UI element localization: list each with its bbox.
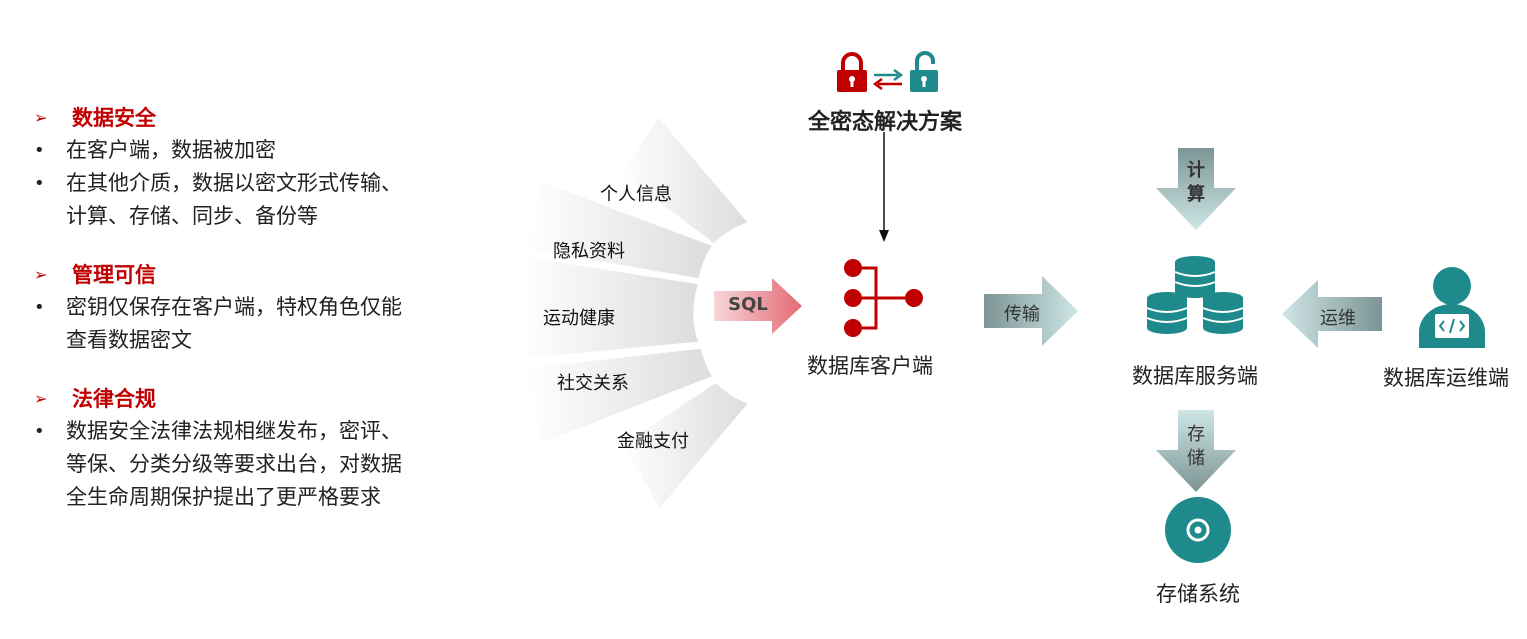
fan-label-fitness: 运动健康 <box>543 308 615 329</box>
dot-icon: • <box>34 140 45 161</box>
storage-label: 存储系统 <box>1156 582 1240 606</box>
unlocked-lock-icon <box>910 51 938 92</box>
arrow-bullet-icon: ➢ <box>34 107 48 127</box>
arrow-bullet-icon: ➢ <box>34 388 48 408</box>
bullet-item: •数据安全法律法规相继发布，密评、 <box>34 415 474 448</box>
ops-arrow <box>1282 280 1382 348</box>
fan-segment <box>523 177 717 282</box>
data-category-fan <box>518 112 753 513</box>
fan-segment <box>518 253 703 362</box>
dot-icon: • <box>34 421 45 442</box>
database-server-label: 数据库服务端 <box>1132 364 1258 388</box>
sql-arrow <box>714 278 802 334</box>
compute-char-1: 计 <box>1187 160 1205 181</box>
compute-arrow <box>1156 148 1236 230</box>
fan-label-private-data: 隐私资料 <box>553 241 625 262</box>
swap-arrows-icon <box>872 68 904 91</box>
storage-char-2: 储 <box>1187 448 1205 469</box>
bullet-continuation: 计算、存储、同步、备份等 <box>66 204 318 228</box>
storage-disc-icon <box>1165 497 1231 563</box>
ops-label: 运维 <box>1320 308 1356 329</box>
storage-char-1: 存 <box>1187 424 1205 445</box>
database-server-icon <box>1146 256 1244 334</box>
encryption-icon <box>837 51 938 92</box>
bullet-continuation: 查看数据密文 <box>66 328 192 352</box>
database-client-icon <box>844 259 923 337</box>
dot-icon: • <box>34 297 45 318</box>
transfer-arrow <box>984 276 1078 346</box>
section-data-security: ➢ 数据安全 •在客户端，数据被加密 •在其他介质，数据以密文形式传输、 计算、… <box>34 100 474 233</box>
bullet-item: •在客户端，数据被加密 <box>34 134 474 167</box>
section-title: ➢ 数据安全 <box>34 106 156 130</box>
fan-segment <box>617 112 753 247</box>
section-legal-compliance: ➢ 法律合规 •数据安全法律法规相继发布，密评、 等保、分类分级等要求出台，对数… <box>34 381 474 514</box>
ops-label-text: 数据库运维端 <box>1383 366 1509 390</box>
transfer-label: 传输 <box>1004 304 1040 325</box>
compute-char-2: 算 <box>1187 184 1205 205</box>
bullet-continuation: 等保、分类分级等要求出台，对数据 <box>66 452 402 476</box>
locked-lock-icon <box>837 52 867 92</box>
fan-label-social: 社交关系 <box>557 373 629 394</box>
section-title: ➢ 管理可信 <box>34 263 156 287</box>
section-title: ➢ 法律合规 <box>34 387 156 411</box>
storage-arrow <box>1156 410 1236 492</box>
ops-user-icon <box>1419 267 1485 348</box>
fan-label-finance: 金融支付 <box>617 431 689 452</box>
section-trusted-management: ➢ 管理可信 •密钥仅保存在客户端，特权角色仅能 查看数据密文 <box>34 257 474 357</box>
sql-label: SQL <box>728 294 768 315</box>
fan-label-personal-info: 个人信息 <box>600 184 672 205</box>
bullet-continuation: 全生命周期保护提出了更严格要求 <box>66 485 381 509</box>
fan-segment <box>523 345 717 448</box>
arrow-bullet-icon: ➢ <box>34 264 48 284</box>
database-client-label: 数据库客户端 <box>807 354 933 378</box>
fan-segment <box>617 379 753 513</box>
solution-title: 全密态解决方案 <box>807 110 962 135</box>
bullet-item: •密钥仅保存在客户端，特权角色仅能 <box>34 291 474 324</box>
bullet-item: •在其他介质，数据以密文形式传输、 <box>34 167 474 200</box>
dot-icon: • <box>34 173 45 194</box>
down-arrow-line <box>879 132 889 242</box>
left-panel: ➢ 数据安全 •在客户端，数据被加密 •在其他介质，数据以密文形式传输、 计算、… <box>34 100 474 528</box>
